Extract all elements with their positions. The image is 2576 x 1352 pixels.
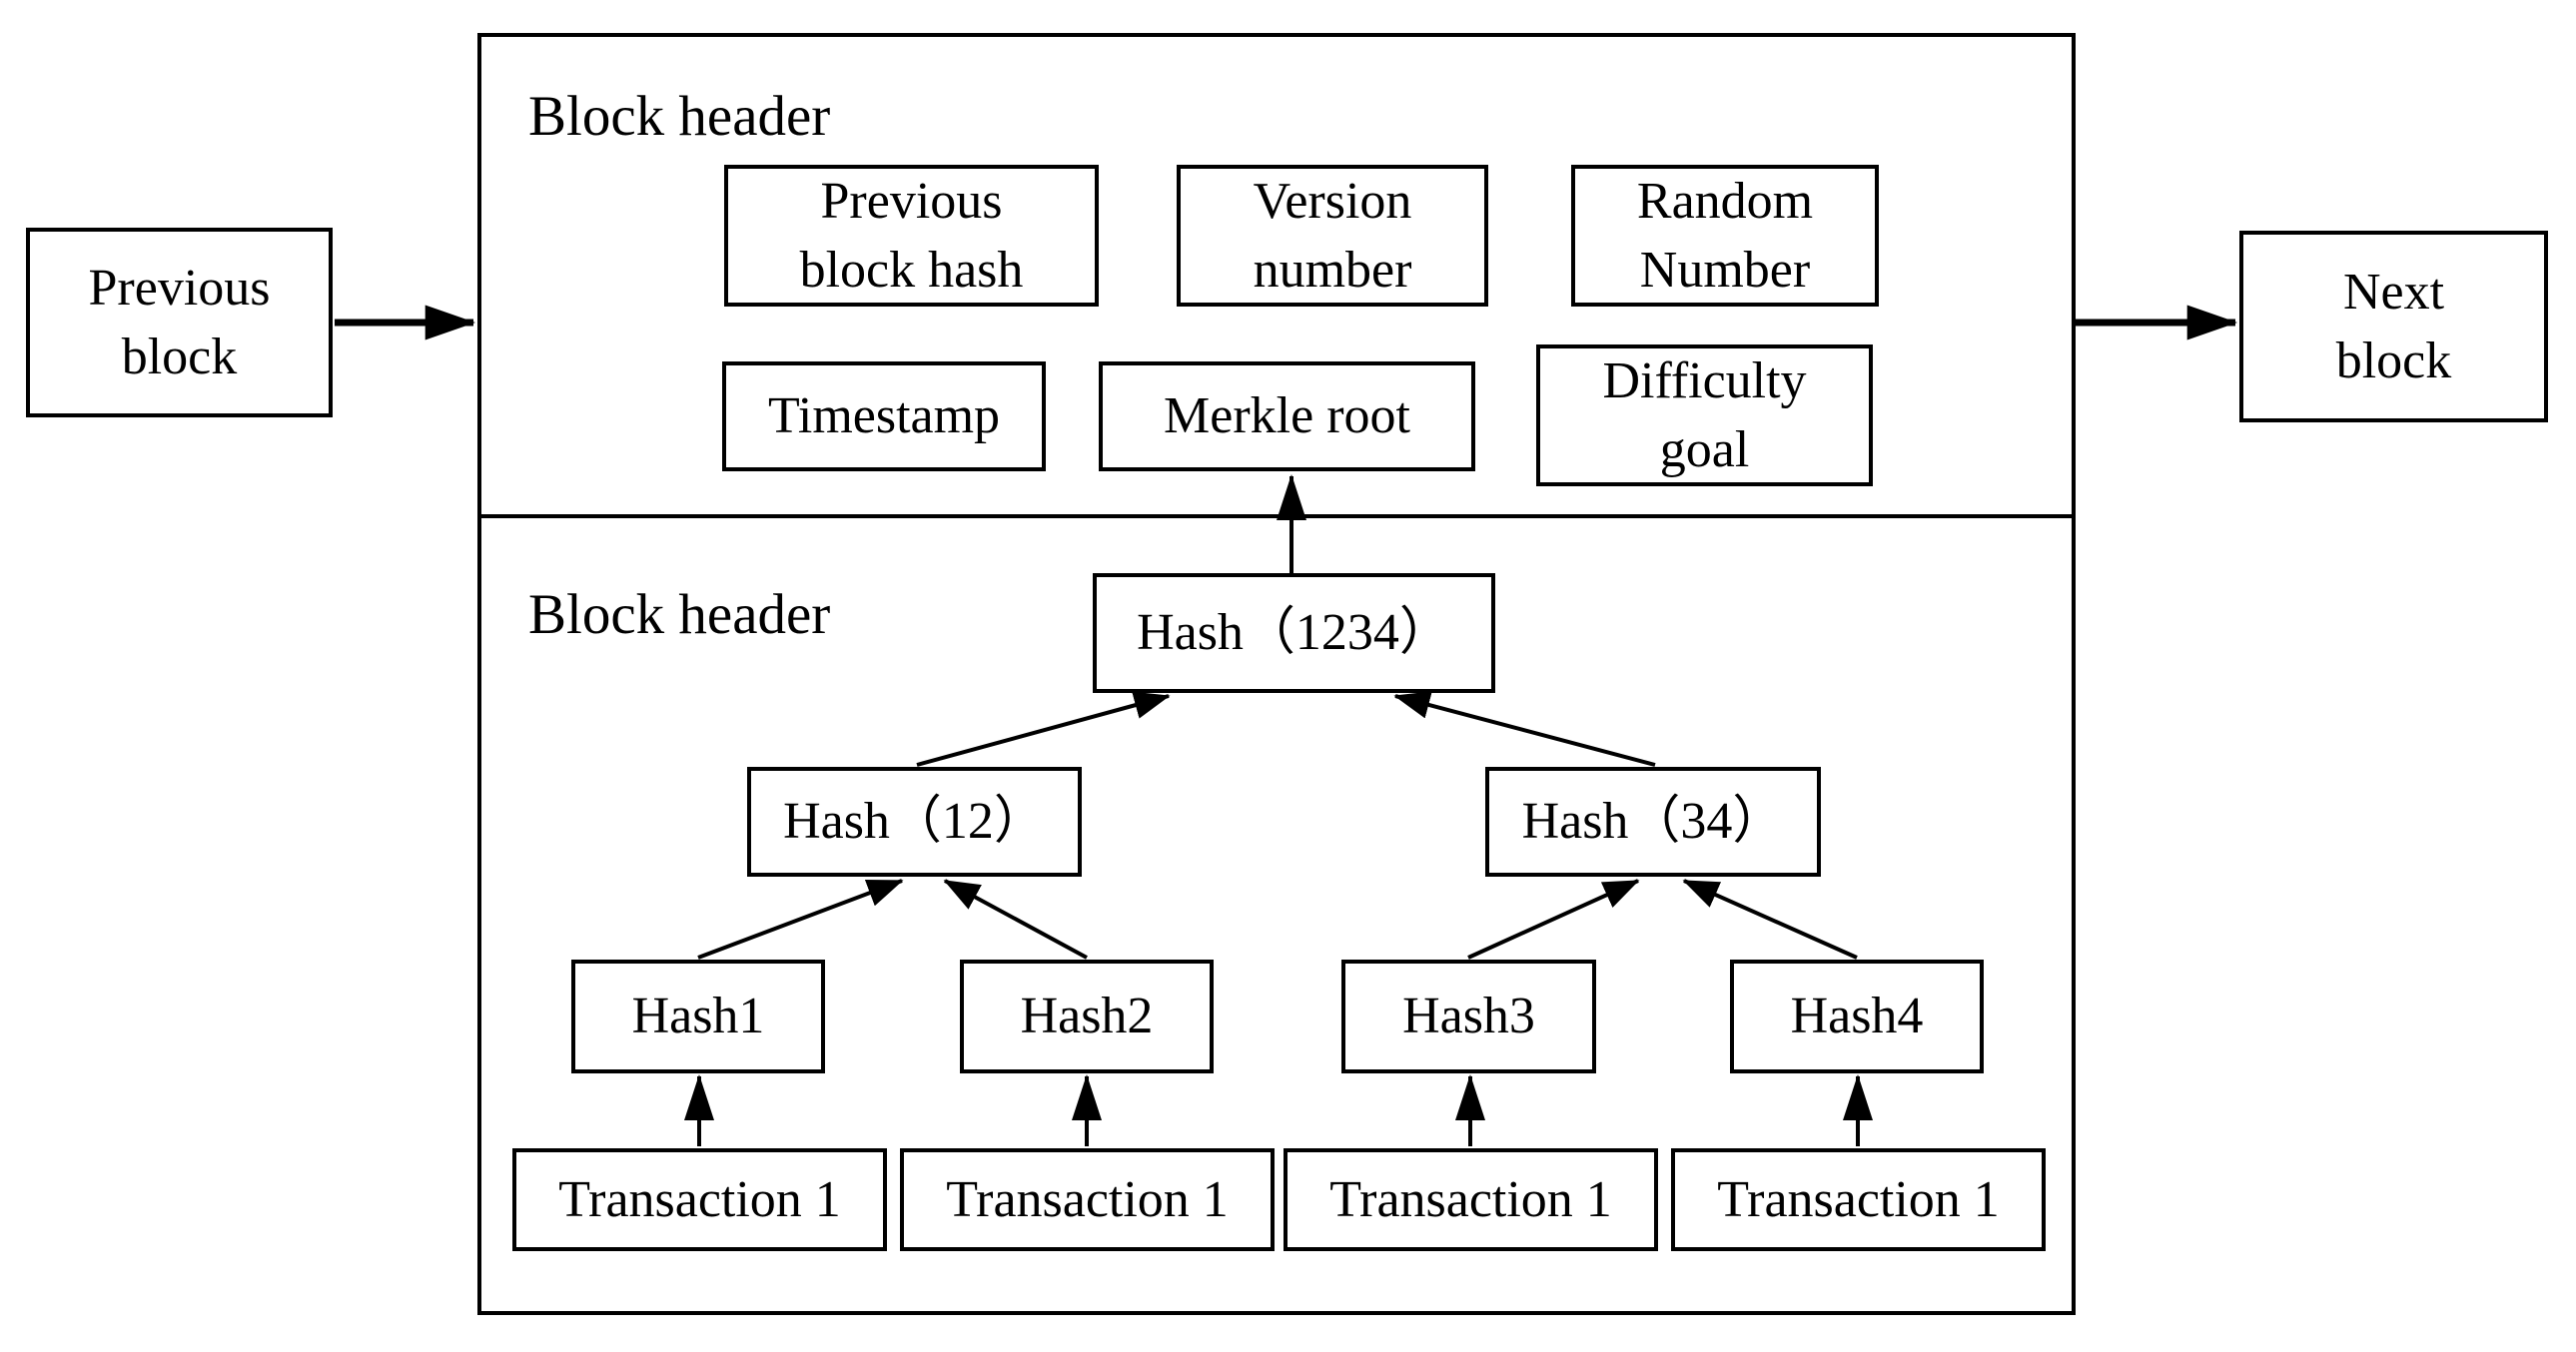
hash1-node: Hash1: [571, 960, 825, 1073]
difficulty-goal-node: Difficulty goal: [1536, 344, 1873, 486]
hash4-node: Hash4: [1730, 960, 1984, 1073]
hash2-node: Hash2: [960, 960, 1214, 1073]
previous-block-label: Previous: [88, 259, 271, 317]
transaction-3-label: Transaction 1: [1329, 1170, 1612, 1228]
arrow-hash34-to-root: [1393, 691, 1656, 767]
random-number-label: Random: [1636, 172, 1814, 230]
version-number-node: Version number: [1177, 165, 1488, 307]
difficulty-goal-label: goal: [1659, 421, 1750, 478]
next-block-label: block: [2335, 333, 2452, 389]
version-number-label: Version: [1253, 172, 1412, 230]
transaction-4-node: Transaction 1: [1671, 1148, 2046, 1251]
hash-12-label: Hash（12）: [783, 793, 1046, 851]
next-block-node: Next block: [2239, 231, 2548, 422]
arrow-hash3-to-hash34: [1467, 879, 1640, 960]
random-number-label: Number: [1639, 242, 1811, 299]
random-number-node: Random Number: [1571, 165, 1879, 307]
hash-1234-label: Hash（1234）: [1137, 604, 1451, 662]
transaction-4-label: Transaction 1: [1717, 1170, 2000, 1228]
transaction-3-node: Transaction 1: [1284, 1148, 1658, 1251]
transaction-1-node: Transaction 1: [512, 1148, 887, 1251]
header-section-label: Block header: [528, 85, 831, 148]
timestamp-label: Timestamp: [767, 387, 1001, 445]
previous-block-hash-label: block hash: [799, 242, 1024, 299]
hash3-label: Hash3: [1402, 988, 1535, 1045]
arrow-hash4-to-hash34: [1682, 879, 1858, 960]
transaction-2-label: Transaction 1: [946, 1170, 1229, 1228]
hash2-label: Hash2: [1020, 988, 1154, 1045]
arrow-hash2-to-hash12: [943, 879, 1088, 960]
hash3-node: Hash3: [1341, 960, 1596, 1073]
hash-34-label: Hash（34）: [1521, 793, 1785, 851]
hash-34-node: Hash（34）: [1485, 767, 1821, 877]
merkle-root-label: Merkle root: [1164, 387, 1410, 445]
merkle-root-node: Merkle root: [1099, 361, 1475, 471]
hash4-label: Hash4: [1790, 988, 1924, 1045]
previous-block-node: Previous block: [26, 228, 333, 417]
hash-1234-node: Hash（1234）: [1093, 573, 1495, 693]
previous-block-label: block: [121, 329, 238, 385]
version-number-label: number: [1253, 242, 1412, 299]
arrow-hash1-to-hash12: [697, 879, 904, 960]
timestamp-node: Timestamp: [722, 361, 1046, 471]
hash1-label: Hash1: [631, 988, 765, 1045]
transaction-2-node: Transaction 1: [900, 1148, 1275, 1251]
block-outline: [477, 33, 2076, 1315]
arrow-hash12-to-root: [916, 691, 1171, 767]
next-block-label: Next: [2342, 263, 2445, 321]
difficulty-goal-label: Difficulty: [1602, 351, 1807, 409]
transaction-1-label: Transaction 1: [558, 1170, 841, 1228]
body-section-label: Block header: [528, 583, 831, 646]
previous-block-hash-node: Previous block hash: [724, 165, 1099, 307]
hash-12-node: Hash（12）: [747, 767, 1082, 877]
previous-block-hash-label: Previous: [820, 172, 1003, 230]
